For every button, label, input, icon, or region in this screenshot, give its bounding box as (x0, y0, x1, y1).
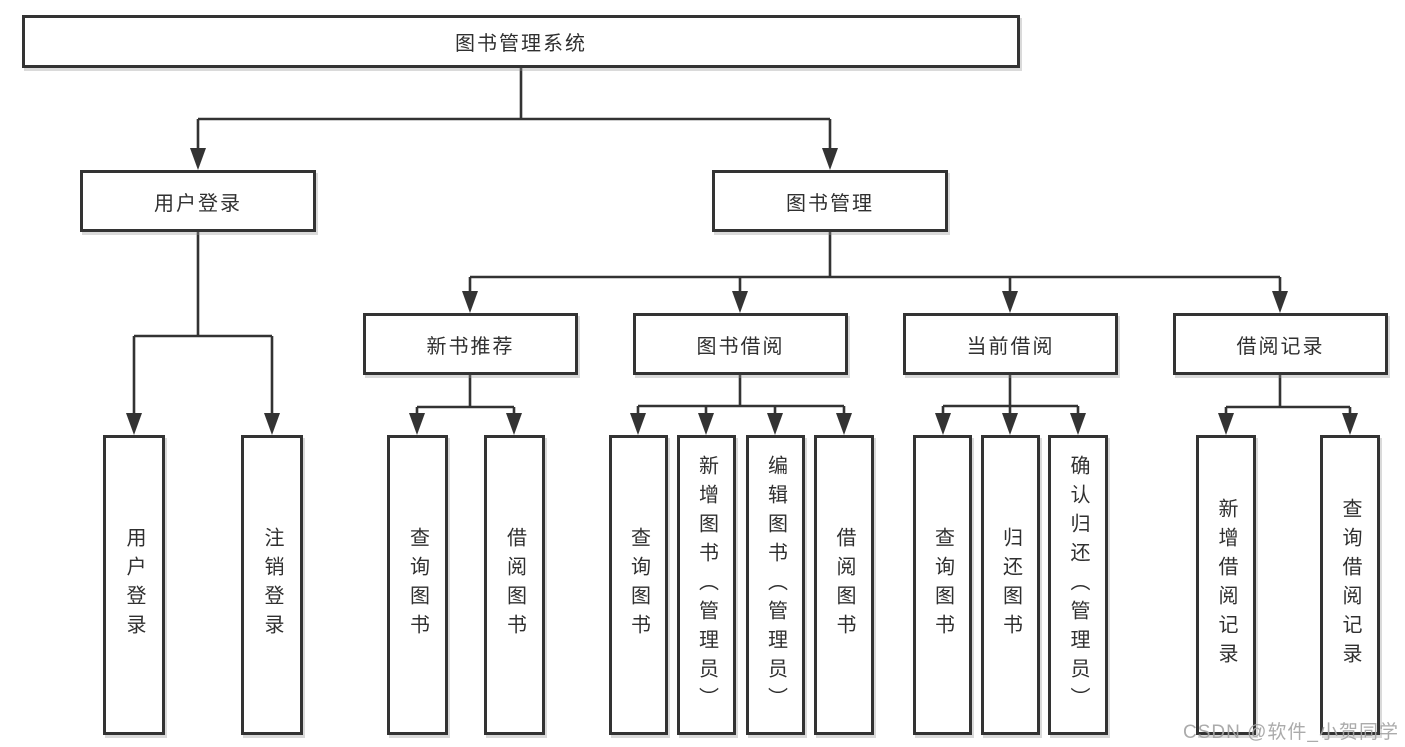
node-book-management-module: 图书管理 (712, 170, 948, 232)
leaf-logout: 注销登录 (241, 435, 303, 735)
node-user-login-module: 用户登录 (80, 170, 316, 232)
connector-bookmgmt-to-level3 (468, 232, 1282, 292)
leaf-confirm-return-admin: 确认归还（管理员） (1048, 435, 1108, 735)
node-label: 当前借阅 (966, 335, 1055, 358)
leaf-user-login: 用户登录 (103, 435, 165, 735)
node-label: 图书借阅 (696, 335, 785, 358)
node-label: 借阅记录 (1236, 335, 1325, 358)
node-label: 图书管理系统 (455, 33, 587, 55)
leaf-borrow-books: 借阅图书 (814, 435, 874, 735)
node-label: 新书推荐 (426, 335, 515, 358)
node-label: 用户登录 (123, 527, 145, 643)
connector-root-to-level2 (196, 68, 832, 150)
leaf-add-books-admin: 新增图书（管理员） (677, 435, 736, 735)
node-label: 新增借阅记录 (1215, 498, 1237, 672)
leaf-query-borrow-record: 查询借阅记录 (1320, 435, 1380, 735)
node-root-library-system: 图书管理系统 (22, 15, 1020, 68)
csdn-watermark: CSDN @软件_小贺同学 (1183, 722, 1399, 743)
node-book-borrow: 图书借阅 (633, 313, 848, 375)
node-borrow-records: 借阅记录 (1173, 313, 1388, 375)
node-label: 借阅图书 (833, 527, 855, 643)
leaf-query-books-current: 查询图书 (913, 435, 972, 735)
node-label: 查询借阅记录 (1339, 498, 1361, 672)
leaf-add-borrow-record: 新增借阅记录 (1196, 435, 1256, 735)
leaf-borrow-books-recommend: 借阅图书 (484, 435, 545, 735)
node-label: 查询图书 (406, 527, 429, 643)
node-label: 注销登录 (261, 527, 283, 643)
node-label: 新增图书（管理员） (695, 454, 718, 716)
leaf-return-books: 归还图书 (981, 435, 1040, 735)
leaf-query-books-recommend: 查询图书 (387, 435, 448, 735)
node-label: 编辑图书（管理员） (764, 454, 787, 716)
node-label: 查询图书 (931, 527, 954, 643)
connector-current-to-leaves (941, 375, 1080, 414)
node-label: 确认归还（管理员） (1067, 454, 1089, 716)
node-current-borrow: 当前借阅 (903, 313, 1118, 375)
node-label: 查询图书 (627, 527, 650, 643)
node-label: 借阅图书 (503, 527, 526, 643)
node-label: 图书管理 (786, 192, 874, 215)
connector-userlogin-to-leaves (132, 232, 274, 414)
leaf-edit-books-admin: 编辑图书（管理员） (746, 435, 805, 735)
connector-borrow-to-leaves (636, 375, 846, 414)
node-label: 用户登录 (154, 192, 242, 215)
node-new-book-recommend: 新书推荐 (363, 313, 578, 375)
node-label: 归还图书 (999, 527, 1022, 643)
connector-records-to-leaves (1224, 375, 1352, 414)
connector-newbook-to-leaves (415, 375, 516, 414)
leaf-query-books-borrow: 查询图书 (609, 435, 668, 735)
